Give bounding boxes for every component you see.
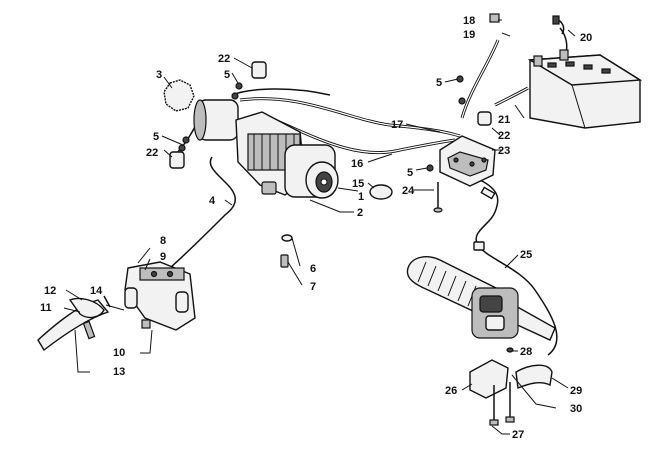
part-28-clip <box>506 347 518 353</box>
callout-9: 9 <box>160 251 166 263</box>
part-6-washer <box>281 234 301 267</box>
leader-lines <box>224 19 576 269</box>
callout-24: 24 <box>402 185 415 197</box>
callout-13: 13 <box>113 366 125 378</box>
callout-3: 3 <box>156 69 162 81</box>
callout-5-winch-top: 5 <box>224 69 230 81</box>
callout-22-top: 22 <box>218 53 230 65</box>
part-14-pin <box>103 295 125 311</box>
callout-19: 19 <box>463 29 475 41</box>
part-29-bracket <box>515 364 569 389</box>
battery <box>527 15 643 129</box>
callout-12: 12 <box>44 285 56 297</box>
harness-connector <box>473 186 496 251</box>
callout-30: 30 <box>570 403 582 415</box>
part-30-screw <box>511 374 557 409</box>
winch-switch-housing <box>471 287 519 339</box>
callout-23: 23 <box>498 145 510 157</box>
part-13-bolt <box>74 320 96 373</box>
callout-11: 11 <box>40 302 52 314</box>
callout-21: 21 <box>498 114 510 126</box>
callout-29: 29 <box>570 385 582 397</box>
callout-5-solenoid-bottom: 5 <box>407 167 413 179</box>
callout-10: 10 <box>113 347 125 359</box>
part-7-bolt <box>280 254 303 286</box>
part-27-screws <box>489 382 515 435</box>
part-1-winch <box>193 99 339 199</box>
part-12-clip <box>65 289 83 301</box>
part-8-handlebar-mount <box>124 247 196 331</box>
part-3-cover-plate <box>163 76 195 112</box>
callout-6: 6 <box>310 263 316 275</box>
part-23-solenoid <box>439 135 502 187</box>
callout-25: 25 <box>520 249 532 261</box>
callout-18: 18 <box>463 15 475 27</box>
callout-8: 8 <box>160 235 166 247</box>
callout-17: 17 <box>391 119 403 131</box>
part-18-screw <box>489 13 500 23</box>
part-10-screw <box>140 319 153 354</box>
part-22-terminal-cap-top <box>233 57 267 79</box>
part-22-terminal-cap-solenoid <box>477 111 501 136</box>
part-5-nut-solenoid-top <box>444 75 466 105</box>
callout-2: 2 <box>357 207 363 219</box>
callout-22-solenoid: 22 <box>498 130 510 142</box>
callout-4: 4 <box>209 195 216 207</box>
part-22-terminal-cap-left <box>163 149 185 169</box>
part-15-cable-clamp <box>367 182 393 200</box>
callout-7: 7 <box>310 281 316 293</box>
callout-5-solenoid-top: 5 <box>436 77 442 89</box>
part-5-nut-winch-top <box>231 72 243 100</box>
callout-16: 16 <box>351 158 363 170</box>
callout-1: 1 <box>358 191 364 203</box>
part-26-clamp <box>461 359 509 399</box>
part-2-mount-plate <box>309 199 354 213</box>
callout-14: 14 <box>90 285 103 297</box>
part-24-bolt <box>412 182 443 213</box>
callout-28: 28 <box>520 346 532 358</box>
part-11-lever <box>37 297 110 352</box>
part-5-nut-solenoid-bottom <box>415 164 434 172</box>
callout-labels: 1 2 3 4 5 5 5 5 6 7 8 9 10 11 12 13 14 1… <box>40 15 592 441</box>
part-5-nut-winch-left <box>161 135 190 152</box>
callout-15: 15 <box>352 178 364 190</box>
callout-22-left: 22 <box>146 147 158 159</box>
callout-20: 20 <box>580 32 592 44</box>
callout-5-winch-left: 5 <box>153 131 159 143</box>
callout-27: 27 <box>512 429 524 441</box>
battery-caps <box>547 61 611 74</box>
callout-26: 26 <box>445 385 457 397</box>
